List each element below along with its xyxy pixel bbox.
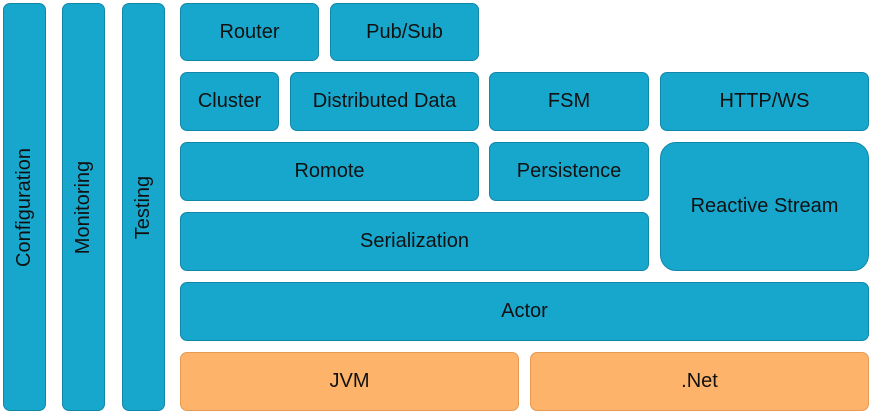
cluster-label: Cluster [197, 90, 262, 112]
remote-label: Romote [294, 160, 365, 182]
serialization-block: Serialization [180, 212, 649, 271]
monitoring-column: Monitoring [62, 3, 105, 411]
monitoring-label: Monitoring [72, 160, 95, 254]
http-ws-block: HTTP/WS [660, 72, 869, 131]
reactive-stream-label: Reactive Stream [690, 195, 839, 217]
jvm-label: JVM [329, 370, 370, 392]
jvm-block: JVM [180, 352, 519, 411]
dotnet-label: .Net [681, 370, 718, 392]
fsm-label: FSM [547, 90, 591, 112]
pubsub-block: Pub/Sub [330, 3, 479, 61]
router-block: Router [180, 3, 319, 61]
actor-label: Actor [501, 300, 548, 322]
configuration-column: Configuration [3, 3, 46, 411]
fsm-block: FSM [489, 72, 649, 131]
reactive-stream-block: Reactive Stream [660, 142, 869, 271]
pubsub-label: Pub/Sub [366, 20, 443, 43]
serialization-label: Serialization [360, 230, 469, 252]
persistence-block: Persistence [489, 142, 649, 201]
persistence-label: Persistence [516, 160, 622, 182]
dotnet-block: .Net [530, 352, 869, 411]
testing-label: Testing [132, 175, 154, 239]
cluster-block: Cluster [180, 72, 279, 131]
router-label: Router [219, 20, 280, 43]
testing-column: Testing [122, 3, 165, 411]
remote-block: Romote [180, 142, 479, 201]
distributed-data-block: Distributed Data [290, 72, 479, 131]
configuration-label: Configuration [13, 147, 35, 267]
actor-block: Actor [180, 282, 869, 341]
http-ws-label: HTTP/WS [719, 90, 810, 112]
distributed-data-label: Distributed Data [312, 90, 457, 112]
